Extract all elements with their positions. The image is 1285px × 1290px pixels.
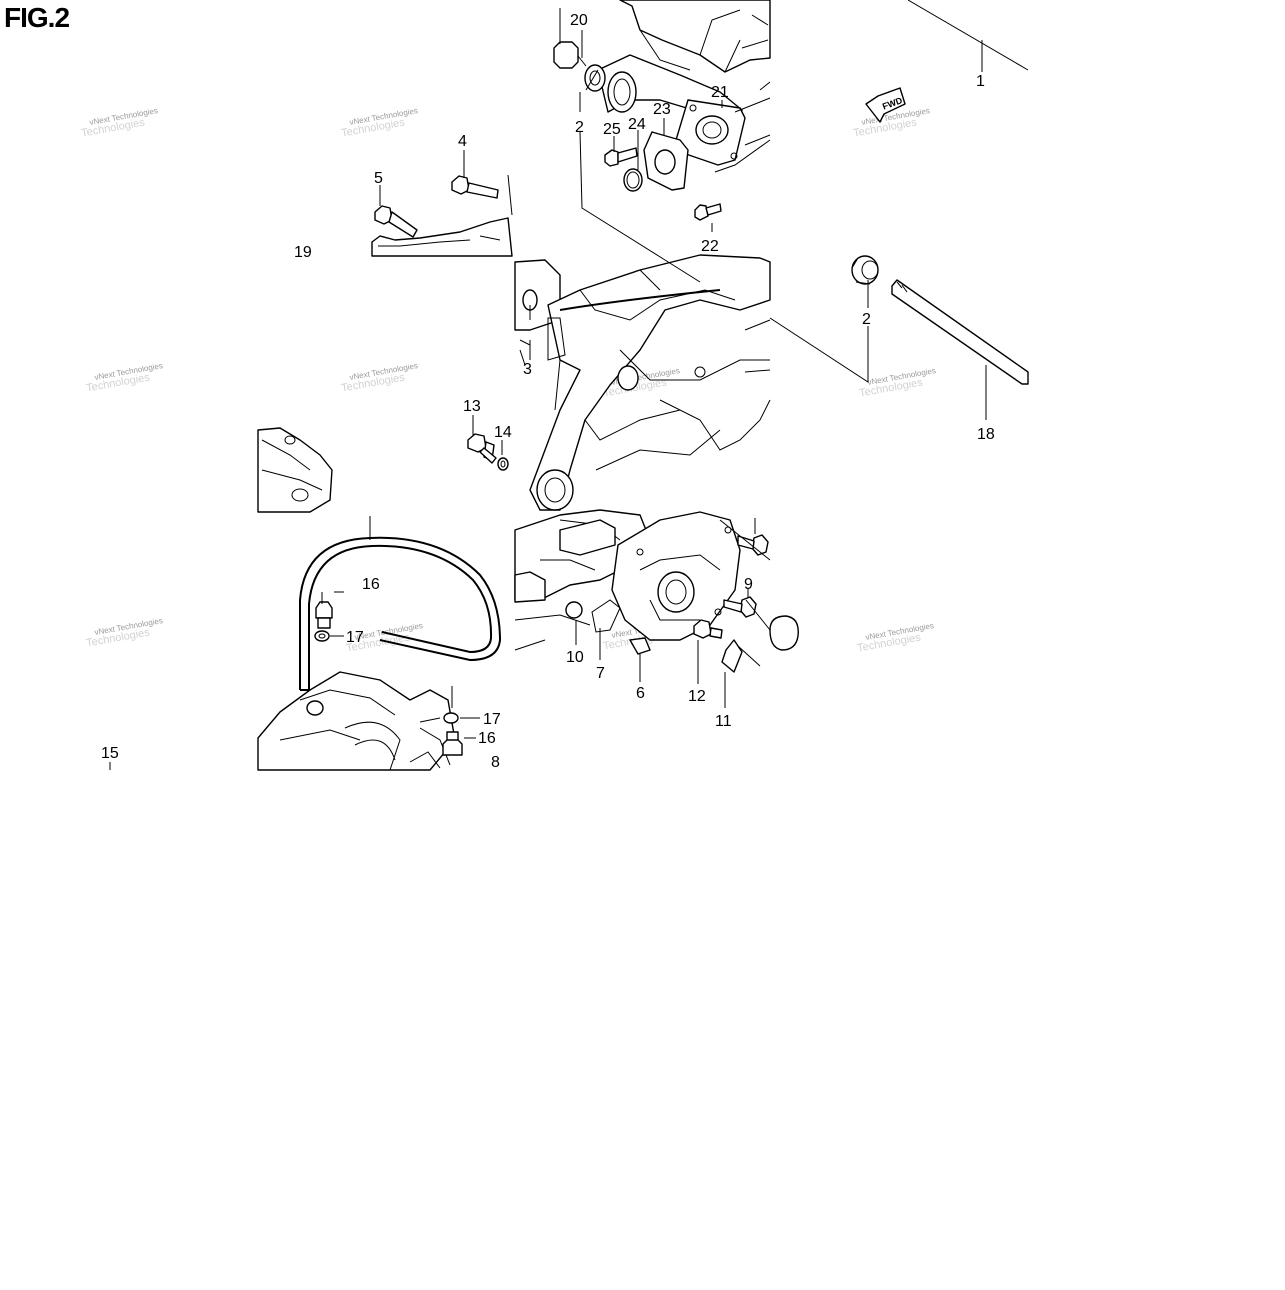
callout-2: 2 bbox=[862, 311, 871, 328]
frame-tube bbox=[907, 0, 1029, 71]
pivot-shaft bbox=[851, 255, 1029, 385]
watermark: Technologies vNext Technologies bbox=[856, 621, 934, 654]
callout-5: 5 bbox=[374, 170, 383, 187]
leader-lines bbox=[109, 8, 987, 770]
callout-numbers: 1 2 2 3 4 5 6 7 8 9 10 11 12 13 14 15 16… bbox=[101, 12, 995, 771]
callout-22: 22 bbox=[701, 238, 719, 255]
watermarks: Technologies vNext Technologies Technolo… bbox=[80, 106, 936, 654]
callout-25: 25 bbox=[603, 121, 621, 138]
callout-1: 1 bbox=[976, 73, 985, 90]
callout-13: 13 bbox=[463, 398, 481, 415]
callout-9: 9 bbox=[744, 576, 753, 593]
figure-title: FIG.2 bbox=[4, 2, 70, 33]
callout-23: 23 bbox=[653, 101, 671, 118]
callout-4: 4 bbox=[458, 133, 467, 150]
callout-20: 20 bbox=[570, 12, 588, 29]
bracket-19-area bbox=[371, 174, 513, 257]
callout-19: 19 bbox=[294, 244, 312, 261]
callout-16: 16 bbox=[362, 576, 380, 593]
watermark: Technologies vNext Technologies bbox=[340, 361, 418, 394]
callout-10: 10 bbox=[566, 649, 584, 666]
watermark: Technologies vNext Technologies bbox=[80, 106, 158, 139]
main-frame bbox=[514, 254, 771, 511]
callout-16: 16 bbox=[478, 730, 496, 747]
hose-assembly bbox=[257, 536, 502, 771]
callout-17: 17 bbox=[483, 711, 501, 728]
callout-21: 21 bbox=[711, 84, 729, 101]
callout-18: 18 bbox=[977, 426, 995, 443]
callout-11: 11 bbox=[715, 713, 732, 730]
watermark: Technologies vNext Technologies bbox=[85, 616, 163, 649]
callout-24: 24 bbox=[628, 116, 646, 133]
callout-8: 8 bbox=[491, 754, 500, 771]
callout-3: 3 bbox=[523, 361, 532, 378]
fwd-arrow-badge: FWD bbox=[865, 87, 906, 123]
side-bracket bbox=[257, 427, 509, 513]
callout-14: 14 bbox=[494, 424, 512, 441]
callout-15: 15 bbox=[101, 745, 119, 762]
swingarm-pivot-assembly bbox=[553, 0, 771, 221]
engine-side-cover bbox=[514, 509, 799, 673]
callout-2: 2 bbox=[575, 119, 584, 136]
callout-12: 12 bbox=[688, 688, 706, 705]
watermark: Technologies vNext Technologies bbox=[85, 361, 163, 394]
watermark: Technologies vNext Technologies bbox=[858, 366, 936, 399]
watermark: Technologies vNext Technologies bbox=[340, 106, 418, 139]
callout-17: 17 bbox=[346, 629, 364, 646]
callout-7: 7 bbox=[596, 665, 605, 682]
callout-6: 6 bbox=[636, 685, 645, 702]
